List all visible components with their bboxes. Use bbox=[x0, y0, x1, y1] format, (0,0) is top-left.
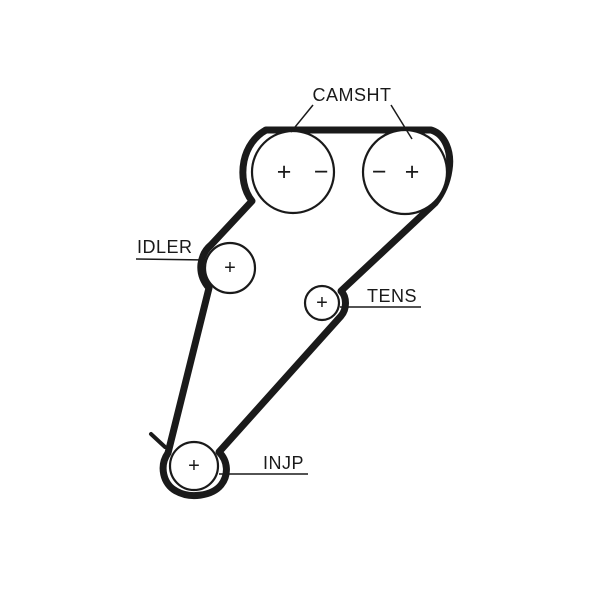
timing-tick-mark bbox=[149, 432, 167, 449]
injection-pump-plus-mark: + bbox=[188, 455, 200, 477]
tensioner-label: TENS bbox=[367, 286, 417, 306]
camshaft-leader-line-right bbox=[390, 104, 413, 140]
idler-plus-mark: + bbox=[224, 257, 236, 279]
cam-pulley-left bbox=[250, 129, 336, 215]
idler-leader-line bbox=[135, 258, 208, 261]
idler-label: IDLER bbox=[137, 237, 193, 257]
cam-left-minus-mark: − bbox=[314, 158, 329, 186]
cam-pulley-right bbox=[361, 128, 449, 216]
tensioner-plus-mark: + bbox=[316, 292, 328, 314]
injection-pump-pulley bbox=[168, 440, 220, 492]
cam-right-plus-mark: + bbox=[405, 158, 420, 186]
camshaft-leader-line-left bbox=[290, 104, 314, 133]
idler-pulley bbox=[203, 241, 257, 295]
injection-pump-label: INJP bbox=[263, 453, 304, 473]
tensioner-pulley bbox=[303, 284, 341, 322]
camshaft-label: CAMSHT bbox=[313, 85, 392, 105]
cam-right-minus-mark: − bbox=[372, 158, 387, 186]
cam-left-plus-mark: + bbox=[277, 158, 292, 186]
